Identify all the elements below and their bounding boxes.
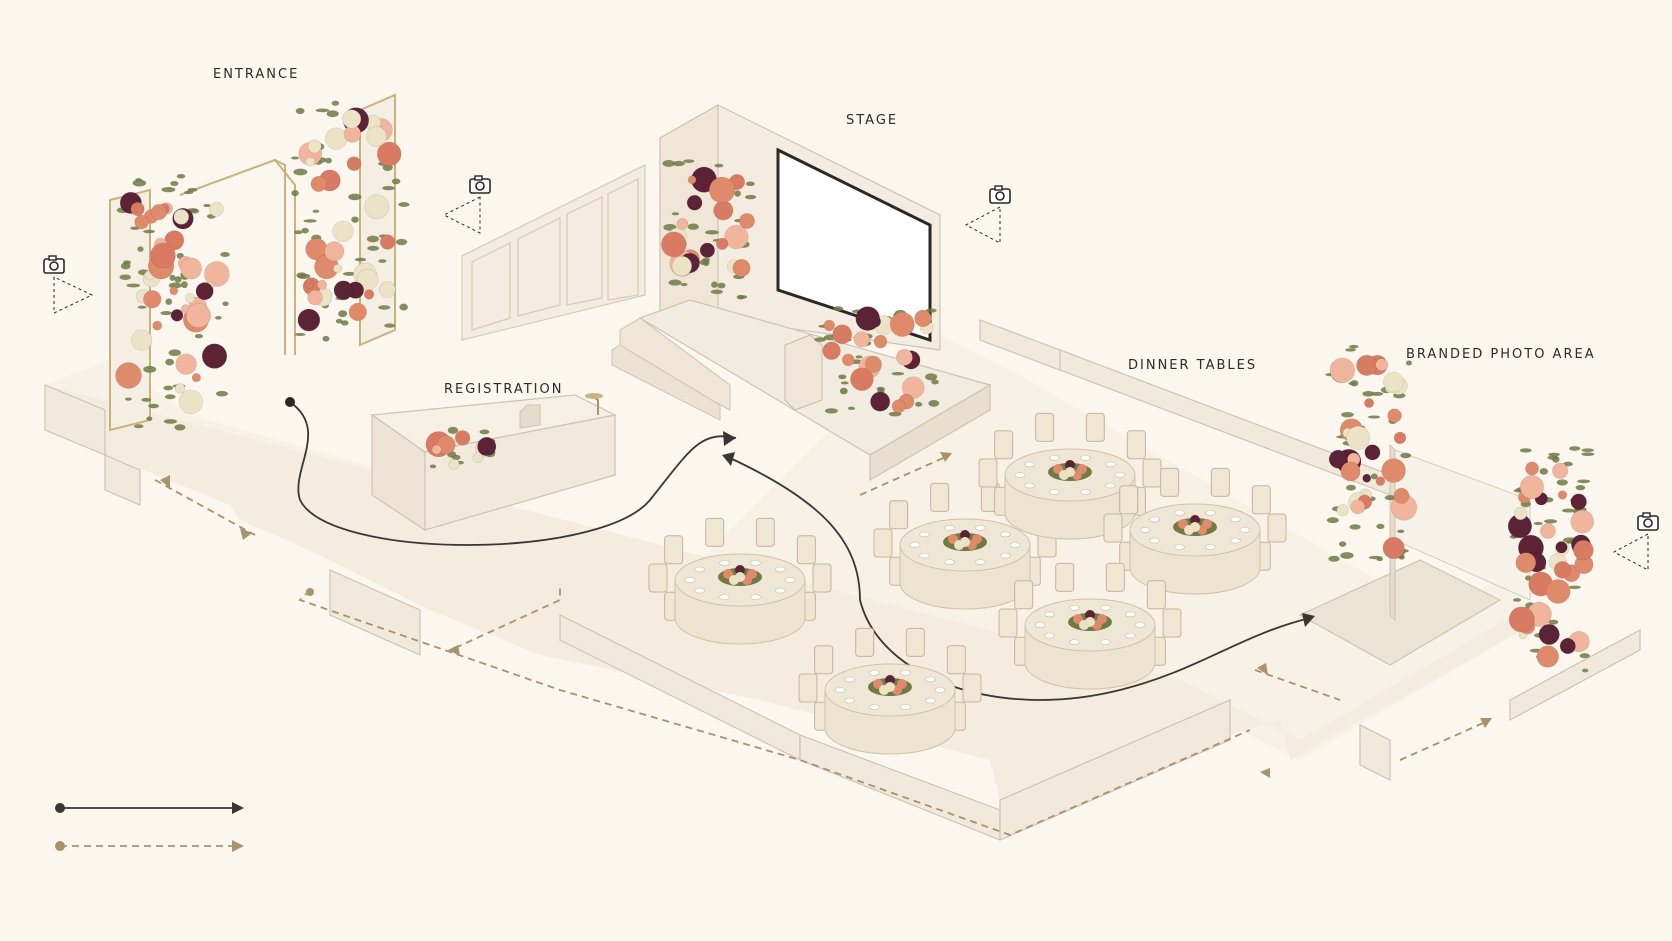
stage-platform	[611, 103, 992, 482]
label-dinner-tables: DINNER TABLES	[1128, 358, 1258, 373]
wall-panels	[461, 164, 646, 341]
guest-flow-arrow-3	[1302, 613, 1315, 627]
chair	[664, 535, 684, 565]
chair	[705, 517, 725, 547]
label-entrance: ENTRANCE	[213, 67, 300, 82]
camera-icon	[469, 175, 491, 194]
camera-icon	[989, 185, 1011, 204]
label-photo-area: BRANDED PHOTO AREA	[1406, 347, 1596, 362]
chair	[814, 645, 834, 675]
chair	[1142, 458, 1162, 488]
podium	[784, 334, 823, 411]
chair	[994, 430, 1014, 460]
chair	[1267, 513, 1287, 543]
floral-entrance-right	[291, 100, 410, 342]
chair	[946, 645, 966, 675]
guest-flow-arrow-2	[722, 452, 735, 466]
chair	[873, 528, 893, 558]
table-centerpiece	[943, 530, 987, 551]
camera-position-stage	[964, 185, 1011, 244]
chair	[1105, 562, 1125, 592]
registration-desk	[370, 393, 617, 532]
label-stage: STAGE	[846, 113, 899, 128]
camera-icon	[1637, 512, 1659, 531]
chair	[998, 608, 1018, 638]
photo-backdrop	[1298, 443, 1531, 666]
chair	[1146, 580, 1166, 610]
floral-arrangements	[115, 100, 1595, 673]
floral-stage-left	[661, 159, 757, 300]
legend	[55, 802, 244, 852]
dinner-table	[998, 562, 1182, 690]
camera-position-registration	[442, 175, 491, 234]
chair	[1103, 513, 1123, 543]
chair	[930, 482, 950, 512]
chair	[1162, 608, 1182, 638]
table-centerpiece	[718, 565, 762, 586]
dinner-table	[1103, 467, 1287, 595]
guest-flow-start	[285, 397, 295, 407]
chair	[1210, 467, 1230, 497]
camera-position-entrance	[43, 255, 94, 314]
legend-staff-arrow	[232, 840, 244, 852]
dinner-table	[978, 412, 1162, 540]
dinner-table	[798, 627, 982, 755]
camera-icon	[43, 255, 65, 274]
guest-flow-arrow-1	[723, 431, 736, 446]
staff-flow-path	[154, 454, 1491, 836]
table-centerpiece	[1048, 460, 1092, 481]
chair	[905, 627, 925, 657]
floral-photo-right	[1507, 446, 1595, 673]
chair	[1251, 485, 1271, 515]
chair	[755, 517, 775, 547]
chair	[1119, 485, 1139, 515]
staff-flow-marker	[306, 588, 314, 596]
floral-photo-left	[1325, 344, 1418, 562]
camera-position-photo-area	[1612, 512, 1659, 571]
chair	[1014, 580, 1034, 610]
chair	[812, 563, 832, 593]
floral-registration	[425, 426, 497, 470]
table-centerpiece	[868, 675, 912, 696]
floral-stage-right	[814, 306, 940, 417]
dinner-table	[648, 517, 832, 645]
chair	[978, 458, 998, 488]
table-centerpiece	[1173, 515, 1217, 536]
chair	[1126, 430, 1146, 460]
label-registration: REGISTRATION	[444, 382, 564, 397]
chair	[962, 673, 982, 703]
chair	[1035, 412, 1055, 442]
chair	[855, 627, 875, 657]
chair	[1055, 562, 1075, 592]
chair	[798, 673, 818, 703]
dinner-tables	[648, 412, 1287, 755]
chair	[889, 500, 909, 530]
chair	[1160, 467, 1180, 497]
chair	[1085, 412, 1105, 442]
chair	[796, 535, 816, 565]
table-centerpiece	[1068, 610, 1112, 631]
floral-entrance-left	[115, 174, 230, 431]
legend-guest-arrow	[232, 802, 244, 814]
chair	[648, 563, 668, 593]
